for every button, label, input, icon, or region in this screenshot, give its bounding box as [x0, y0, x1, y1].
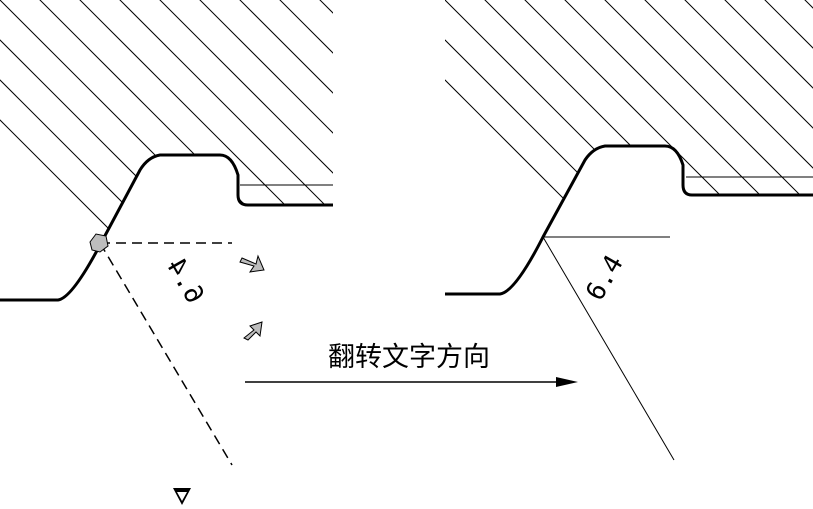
- right-annotation: 6.4: [580, 250, 629, 306]
- transition-label: 翻转文字方向: [328, 342, 490, 373]
- rotate-arrow-up-icon: [243, 321, 263, 341]
- rotate-arrow-down-icon: [239, 254, 265, 273]
- right-leader-oblique: [542, 236, 675, 461]
- transition-arrow: 翻转文字方向: [245, 342, 578, 387]
- right-hatch-pattern: [445, 0, 813, 294]
- rotate-cursor-icon[interactable]: [239, 254, 265, 341]
- right-view: 6.4: [445, 0, 813, 461]
- left-annotation-mirrored: 6.4: [160, 253, 209, 309]
- right-part-outline: [445, 144, 813, 296]
- triangle-down-icon: [173, 488, 191, 505]
- left-part-outline: [0, 153, 333, 302]
- transition-arrow-head: [556, 377, 578, 387]
- rotate-handle-icon[interactable]: [89, 233, 109, 253]
- left-dashed-oblique: [99, 242, 233, 466]
- right-annotation-text: 6.4: [580, 250, 629, 306]
- left-annotation-text: 6.4: [160, 253, 209, 309]
- left-hatch-pattern: [0, 0, 333, 300]
